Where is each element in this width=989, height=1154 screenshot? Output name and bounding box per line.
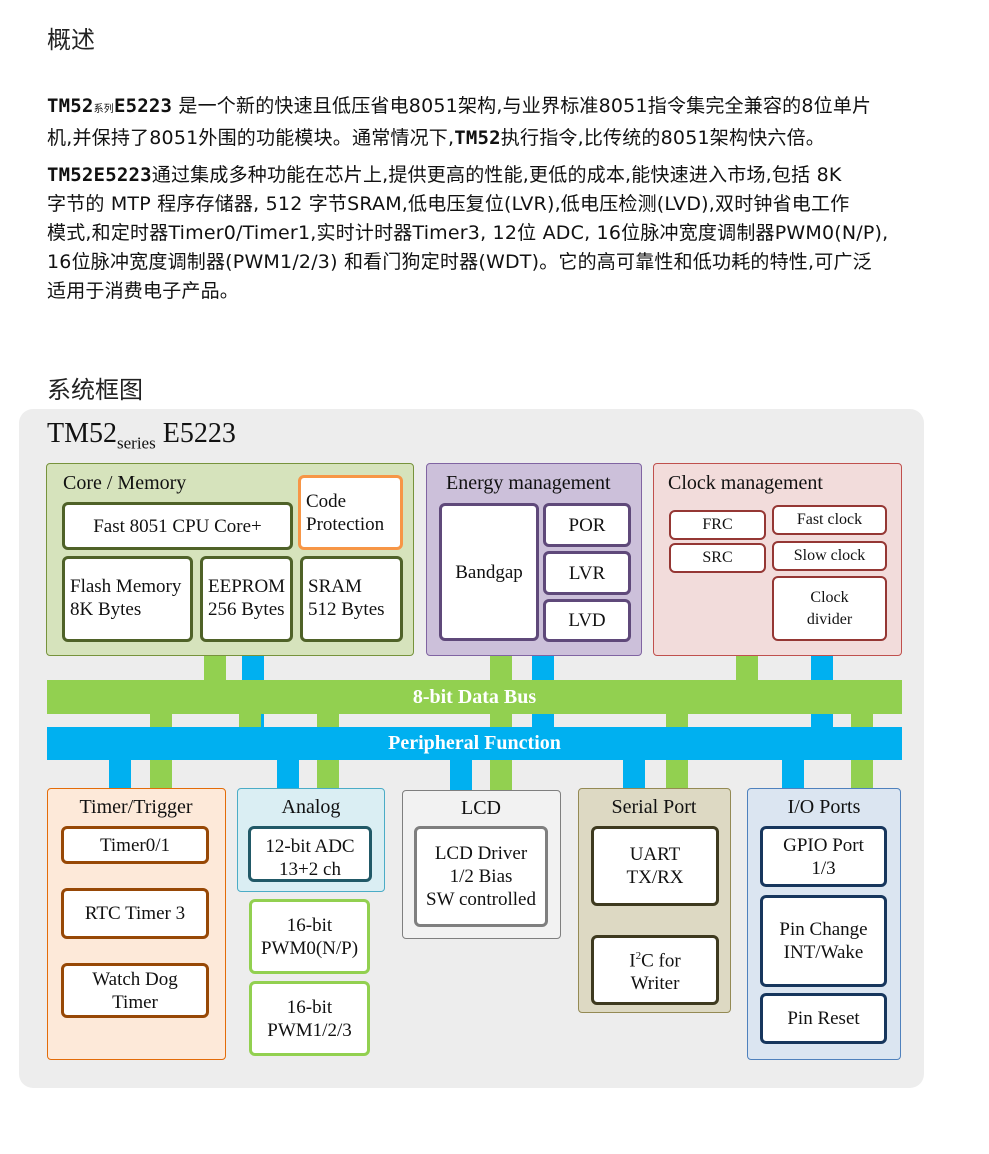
overview-paragraph-1: TM52系列E5223 是一个新的快速且低压省电8051架构,与业界标准8051… — [47, 92, 962, 153]
bus-connector — [277, 760, 299, 790]
overview-heading: 概述 — [47, 26, 95, 54]
por-block: POR — [543, 503, 631, 547]
slow-clock-block: Slow clock — [772, 541, 887, 571]
bus-connector — [204, 655, 226, 680]
chip-name: TM52 — [454, 127, 501, 149]
bus-connector — [450, 760, 472, 790]
peripheral-function-bus: Peripheral Function — [47, 727, 902, 760]
chip-name: TM52 — [47, 95, 94, 117]
overview-paragraph-2: TM52E5223通过集成多种功能在芯片上,提供更高的性能,更低的成本,能快速进… — [47, 161, 962, 306]
serial-port-title: Serial Port — [611, 796, 697, 818]
paragraph-line: 16位脉冲宽度调制器(PWM1/2/3) 和看门狗定时器(WDT)。它的高可靠性… — [47, 251, 872, 273]
bus-connector — [109, 760, 131, 790]
paragraph-line: 适用于消费电子产品。 — [47, 280, 240, 302]
paragraph-text: 机,并保持了8051外围的功能模块。通常情况下, — [47, 127, 455, 149]
bus-connector — [623, 760, 645, 790]
chip-name: TM52E5223 — [47, 164, 152, 186]
paragraph-text: 是一个新的快速且低压省电8051架构,与业界标准8051指令集完全兼容的8位单片 — [172, 95, 872, 117]
chip-name-suffix: E5223 — [113, 95, 173, 117]
bus-connector — [490, 655, 512, 680]
energy-management-title: Energy management — [446, 472, 611, 494]
bus-connector — [782, 760, 804, 790]
paragraph-text: 通过集成多种功能在芯片上,提供更高的性能,更低的成本,能快速进入市场,包括 8K — [151, 164, 842, 186]
rtc-timer-block: RTC Timer 3 — [61, 888, 209, 939]
chip-series: 系列 — [93, 104, 114, 115]
fast-clock-block: Fast clock — [772, 505, 887, 535]
frc-block: FRC — [669, 510, 766, 540]
core-memory-title: Core / Memory — [63, 472, 187, 494]
lcd-title: LCD — [461, 797, 501, 819]
clock-management-title: Clock management — [668, 472, 823, 494]
block-diagram-heading: 系统框图 — [47, 376, 143, 404]
diagram-chip-name: TM52series E5223 — [47, 418, 236, 453]
bus-connector — [239, 714, 261, 728]
cpu-core-block: Fast 8051 CPU Core+ — [62, 502, 293, 550]
paragraph-line: 字节的 MTP 程序存储器, 512 字节SRAM,低电压复位(LVR),低电压… — [47, 193, 850, 215]
lvd-block: LVD — [543, 599, 631, 642]
src-block: SRC — [669, 543, 766, 573]
paragraph-line: 模式,和定时器Timer0/Timer1,实时计时器Timer3, 12位 AD… — [47, 222, 889, 244]
bandgap-block: Bandgap — [439, 503, 539, 641]
timer-trigger-title: Timer/Trigger — [79, 796, 193, 818]
paragraph-text: 执行指令,比传统的8051架构快六倍。 — [500, 127, 825, 149]
data-bus: 8-bit Data Bus — [47, 680, 902, 714]
io-ports-title: I/O Ports — [787, 796, 861, 818]
pin-reset-block: Pin Reset — [760, 993, 887, 1044]
analog-title: Analog — [281, 796, 341, 818]
lvr-block: LVR — [543, 551, 631, 595]
timer01-block: Timer0/1 — [61, 826, 209, 864]
bus-connector — [736, 655, 758, 680]
